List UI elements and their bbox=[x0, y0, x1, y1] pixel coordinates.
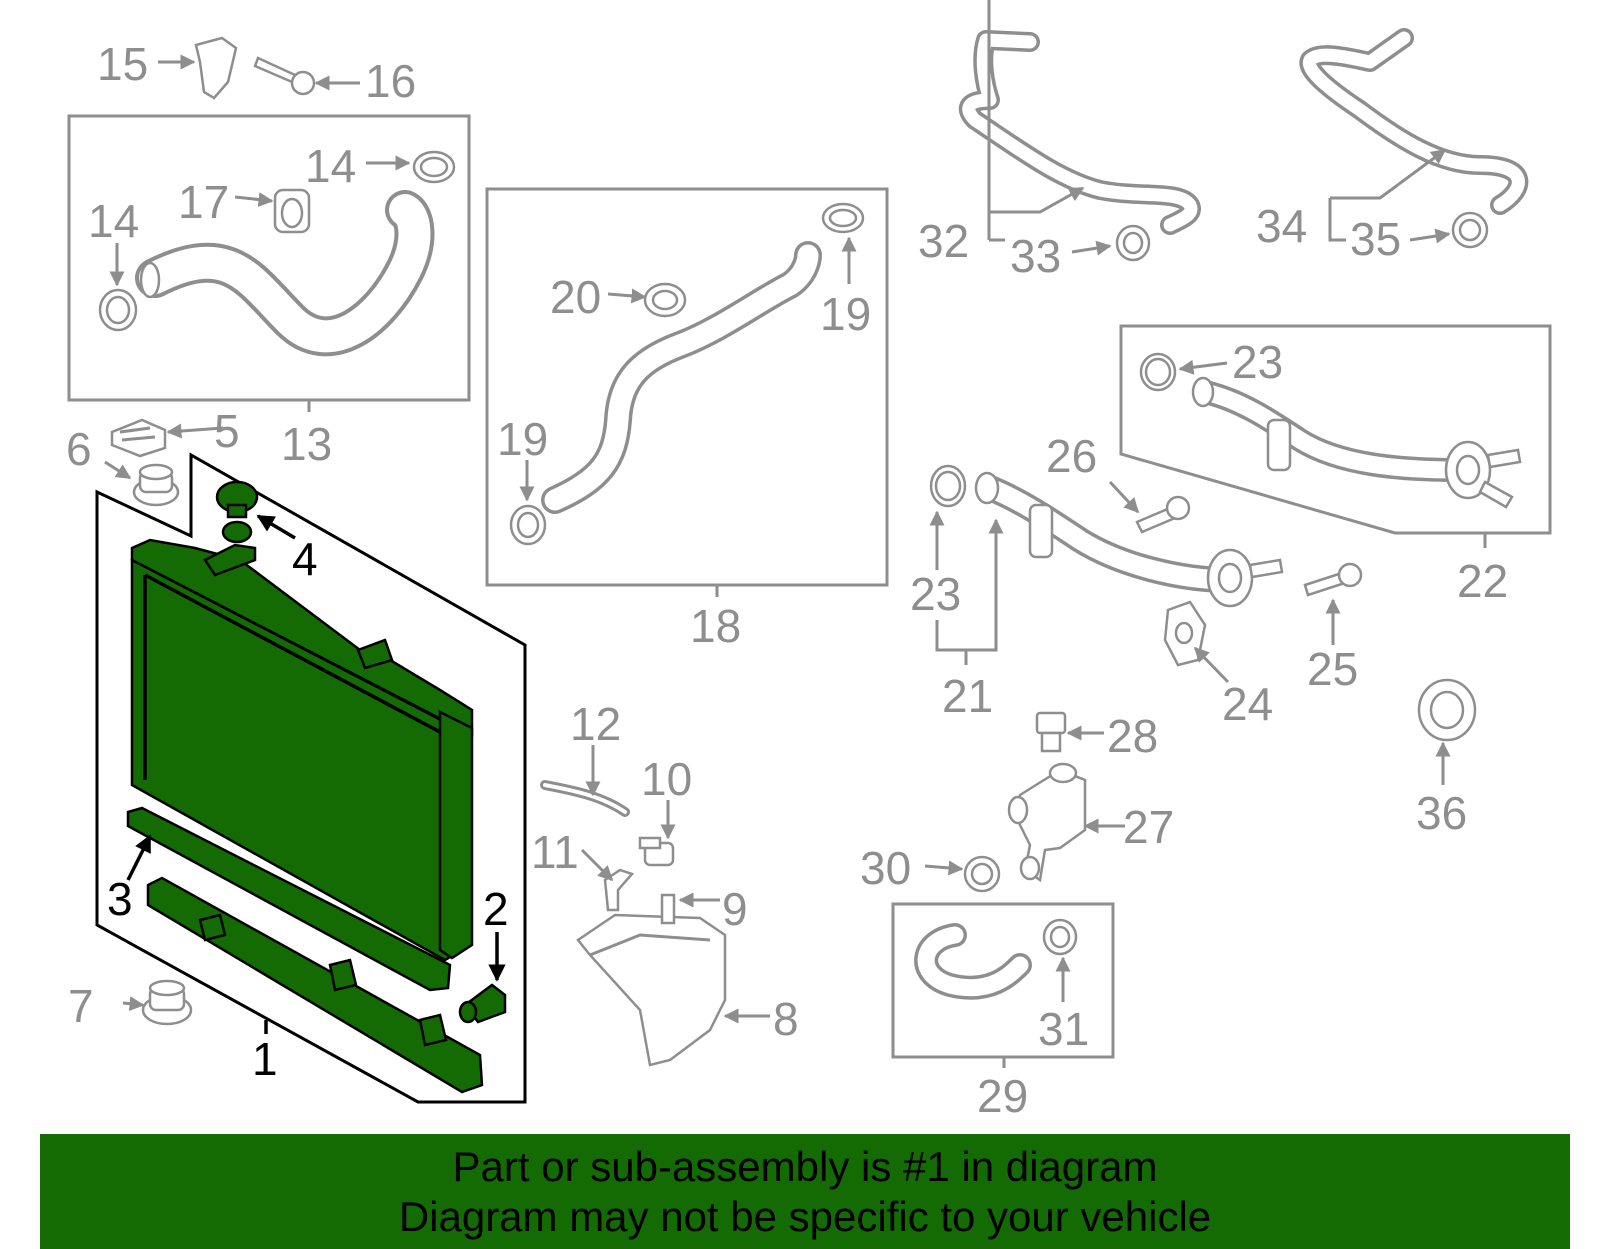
hose-clamp-35[interactable] bbox=[1451, 211, 1489, 249]
leader-lines bbox=[104, 0, 1487, 1068]
callout-17: 17 bbox=[178, 176, 229, 228]
callout-8: 8 bbox=[773, 993, 799, 1045]
mount-insulator-6[interactable] bbox=[132, 463, 180, 507]
upper-hose-group[interactable] bbox=[67, 114, 471, 402]
callout-1: 1 bbox=[252, 1033, 278, 1085]
callout-labels: 15 16 14 17 14 13 5 6 19 20 19 18 32 33 … bbox=[66, 38, 1508, 1122]
hose-clamp-17[interactable] bbox=[273, 188, 311, 234]
bolt-25[interactable] bbox=[1303, 562, 1363, 597]
callout-5: 5 bbox=[214, 405, 240, 457]
callout-23-bottom: 23 bbox=[910, 568, 961, 620]
hose-clamp-14-left[interactable] bbox=[98, 288, 138, 332]
callout-7: 7 bbox=[68, 980, 94, 1032]
thermostat-36[interactable] bbox=[1417, 678, 1477, 742]
callout-14-right: 14 bbox=[305, 140, 356, 192]
water-outlet-27[interactable] bbox=[1007, 762, 1087, 883]
lower-hose-group[interactable] bbox=[485, 187, 889, 587]
callout-4: 4 bbox=[292, 533, 318, 585]
callout-34: 34 bbox=[1256, 200, 1307, 252]
callout-18: 18 bbox=[690, 600, 741, 652]
callout-3: 3 bbox=[107, 873, 133, 925]
hose-clamp-14-right[interactable] bbox=[412, 150, 456, 184]
reservoir-8[interactable] bbox=[576, 893, 727, 1067]
hose-clamp-33[interactable] bbox=[1115, 224, 1151, 262]
hose-clamp-19-bottom[interactable] bbox=[509, 504, 547, 546]
bolt-16[interactable] bbox=[253, 56, 316, 96]
group-13-box bbox=[67, 114, 471, 402]
callout-14-left: 14 bbox=[88, 195, 139, 247]
o-ring-23-top[interactable] bbox=[1139, 352, 1177, 392]
radiator-assembly[interactable] bbox=[126, 538, 484, 1094]
temperature-sensor-28[interactable] bbox=[1035, 711, 1067, 753]
callout-16: 16 bbox=[365, 55, 416, 107]
callout-12: 12 bbox=[570, 698, 621, 750]
callout-19-bottom: 19 bbox=[497, 413, 548, 465]
heater-hose-32[interactable] bbox=[958, 30, 1201, 235]
o-ring-23-bottom[interactable] bbox=[929, 464, 967, 508]
callout-11: 11 bbox=[531, 826, 579, 878]
callout-10: 10 bbox=[641, 753, 692, 805]
callout-24: 24 bbox=[1222, 678, 1273, 730]
callout-32: 32 bbox=[918, 215, 969, 267]
group-1-box bbox=[95, 452, 527, 1104]
bolt-26[interactable] bbox=[1135, 495, 1191, 534]
group-22-box bbox=[1119, 324, 1552, 535]
banner-line-2: Diagram may not be specific to your vehi… bbox=[398, 1193, 1212, 1240]
hose-clamp-19-top[interactable] bbox=[821, 202, 865, 234]
heater-hose-34[interactable] bbox=[1299, 28, 1529, 215]
callout-21: 21 bbox=[942, 670, 993, 722]
gasket-24[interactable] bbox=[1163, 600, 1207, 667]
radiator-seal-3[interactable] bbox=[126, 806, 452, 992]
callout-9: 9 bbox=[722, 883, 748, 935]
banner-line-1: Part or sub-assembly is #1 in diagram bbox=[452, 1143, 1158, 1190]
hose-clamp-30[interactable] bbox=[963, 855, 1001, 893]
radiator-cap-4[interactable] bbox=[215, 480, 259, 544]
callout-31: 31 bbox=[1038, 1003, 1089, 1055]
group-18-box bbox=[485, 187, 889, 587]
callout-15: 15 bbox=[97, 38, 148, 90]
drain-plug-2[interactable] bbox=[458, 983, 507, 1024]
bracket-15[interactable] bbox=[194, 36, 238, 100]
callout-2: 2 bbox=[483, 883, 509, 935]
callout-25: 25 bbox=[1307, 643, 1358, 695]
callout-26: 26 bbox=[1046, 430, 1097, 482]
callout-33: 33 bbox=[1010, 230, 1061, 282]
radiator-lower-tank[interactable] bbox=[146, 876, 484, 1094]
callout-28: 28 bbox=[1107, 710, 1158, 762]
water-pipe-21[interactable] bbox=[974, 471, 1284, 608]
info-banner: Part or sub-assembly is #1 in diagram Di… bbox=[40, 1134, 1570, 1249]
clip-5[interactable] bbox=[110, 418, 167, 458]
callout-23-top: 23 bbox=[1232, 336, 1283, 388]
callout-36: 36 bbox=[1416, 787, 1467, 839]
hose-clamp-20[interactable] bbox=[643, 282, 687, 318]
callout-22: 22 bbox=[1457, 555, 1508, 607]
callout-20: 20 bbox=[550, 271, 601, 323]
callout-6: 6 bbox=[66, 423, 92, 475]
callout-35: 35 bbox=[1350, 213, 1401, 265]
callout-19-top: 19 bbox=[820, 288, 871, 340]
water-pipe-group[interactable] bbox=[1119, 324, 1552, 535]
mount-insulator-7[interactable] bbox=[141, 979, 193, 1026]
callout-27: 27 bbox=[1123, 801, 1174, 853]
callout-29: 29 bbox=[977, 1070, 1028, 1122]
callout-30: 30 bbox=[860, 842, 911, 894]
reservoir-cap-10[interactable] bbox=[638, 836, 675, 867]
callout-13: 13 bbox=[281, 418, 332, 470]
hose-clamp-31[interactable] bbox=[1042, 918, 1078, 956]
